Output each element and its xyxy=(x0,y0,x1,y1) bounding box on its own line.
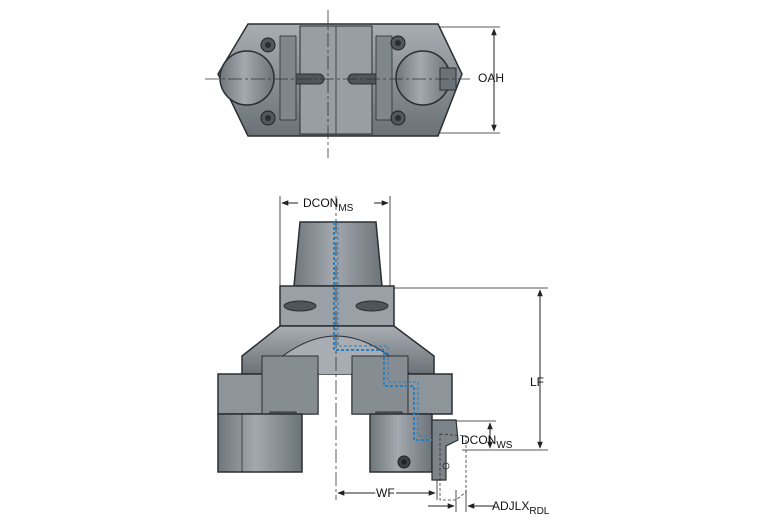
front-view-insert-hidden xyxy=(439,433,467,501)
screw-icon xyxy=(260,110,276,126)
lf-dimension: LF xyxy=(394,287,548,451)
dcon-ws-dimension: DCONWS xyxy=(456,420,513,451)
adjlx-label: ADJLX xyxy=(492,499,529,513)
top-view-left-boss xyxy=(219,50,275,106)
wf-label: WF xyxy=(376,486,395,500)
svg-text:DCONWS: DCONWS xyxy=(461,433,513,451)
dcon-ms-label: DCON xyxy=(303,196,338,210)
top-view xyxy=(205,10,470,158)
adjlx-subscript: RDL xyxy=(529,506,549,517)
svg-text:ADJLXRDL: ADJLXRDL xyxy=(492,499,550,517)
dcon-ws-label: DCON xyxy=(461,433,496,447)
front-view xyxy=(217,196,467,501)
front-view-left-cartridge xyxy=(217,413,303,473)
dcon-ms-dimension: DCONMS xyxy=(279,196,391,286)
screw-icon xyxy=(397,455,411,469)
screw-icon xyxy=(390,110,406,126)
dcon-ws-subscript: WS xyxy=(496,440,512,451)
front-view-insert-holder xyxy=(431,419,459,481)
adjlx-dimension: ADJLXRDL xyxy=(428,490,550,517)
oah-dimension: OAH xyxy=(440,26,504,134)
front-view-coolant-channel xyxy=(333,222,432,441)
screw-icon xyxy=(260,37,276,53)
wf-dimension: WF xyxy=(337,480,438,502)
oah-label: OAH xyxy=(478,71,504,85)
screw-icon xyxy=(390,35,406,51)
lf-label: LF xyxy=(530,375,544,389)
dcon-ms-subscript: MS xyxy=(338,203,353,214)
svg-text:DCONMS: DCONMS xyxy=(303,196,354,214)
